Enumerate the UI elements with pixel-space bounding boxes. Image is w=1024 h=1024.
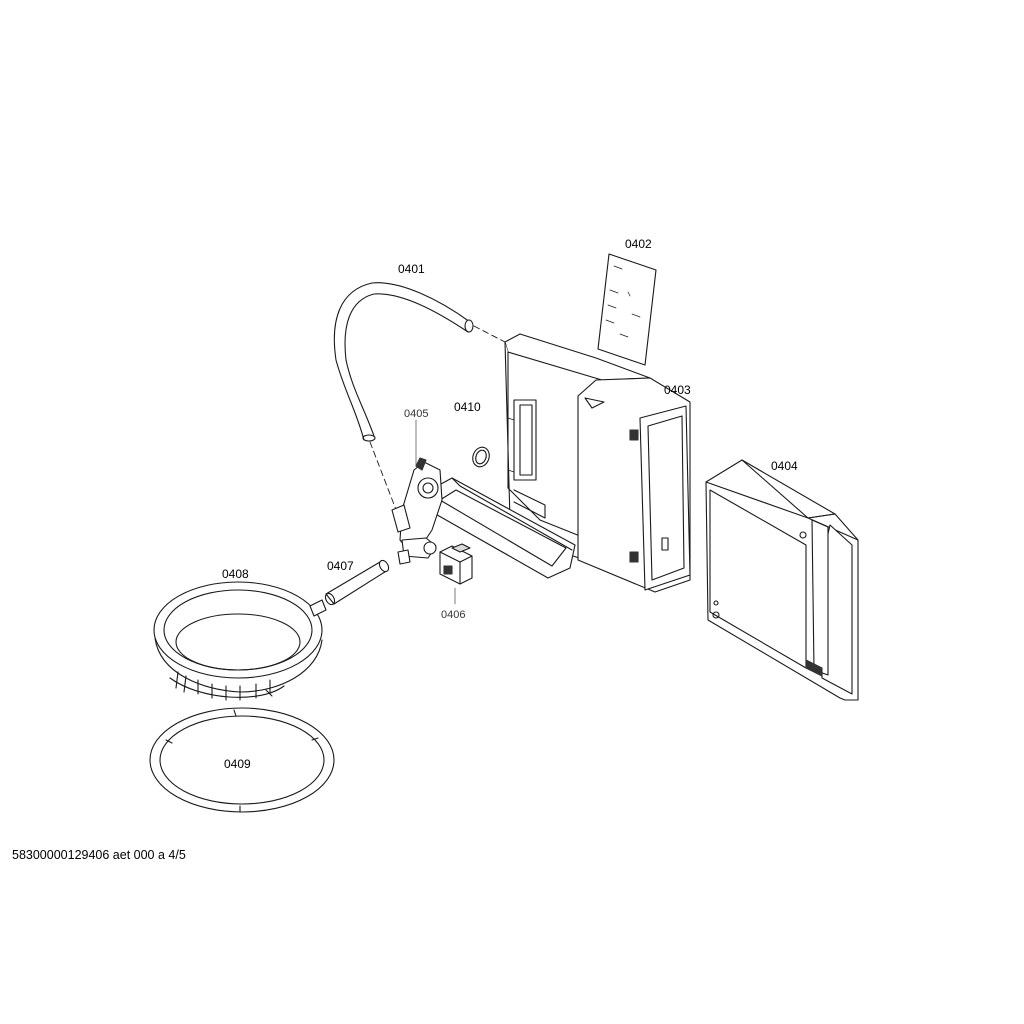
label-0406: 0406 [441, 609, 465, 621]
label-0407: 0407 [327, 559, 354, 573]
assembly-line-hose-to-valve [369, 441, 401, 521]
part-0404-cover[interactable] [705, 459, 859, 701]
label-0405: 0405 [404, 408, 428, 420]
part-0409-ring-seal[interactable] [149, 707, 335, 813]
label-0402: 0402 [625, 237, 652, 251]
part-0405-valve-assembly[interactable] [391, 457, 576, 579]
label-0401: 0401 [398, 262, 425, 276]
part-0403-water-tank[interactable] [504, 333, 691, 593]
label-0408: 0408 [222, 567, 249, 581]
assembly-line-hose-to-tank [473, 325, 506, 343]
part-0408-bowl[interactable] [153, 581, 327, 701]
part-0407-tube[interactable] [324, 559, 391, 606]
part-0406-solenoid-valve[interactable] [439, 543, 473, 585]
label-0404: 0404 [771, 459, 798, 473]
part-0401-hose[interactable] [333, 282, 474, 442]
drawing-id: 58300000129406 aet 000 a 4/5 [12, 848, 186, 862]
label-0409: 0409 [224, 757, 251, 771]
part-0402-plate[interactable] [597, 253, 657, 366]
label-0410: 0410 [454, 400, 481, 414]
part-0410-o-ring[interactable] [470, 445, 492, 469]
label-0403: 0403 [664, 383, 691, 397]
